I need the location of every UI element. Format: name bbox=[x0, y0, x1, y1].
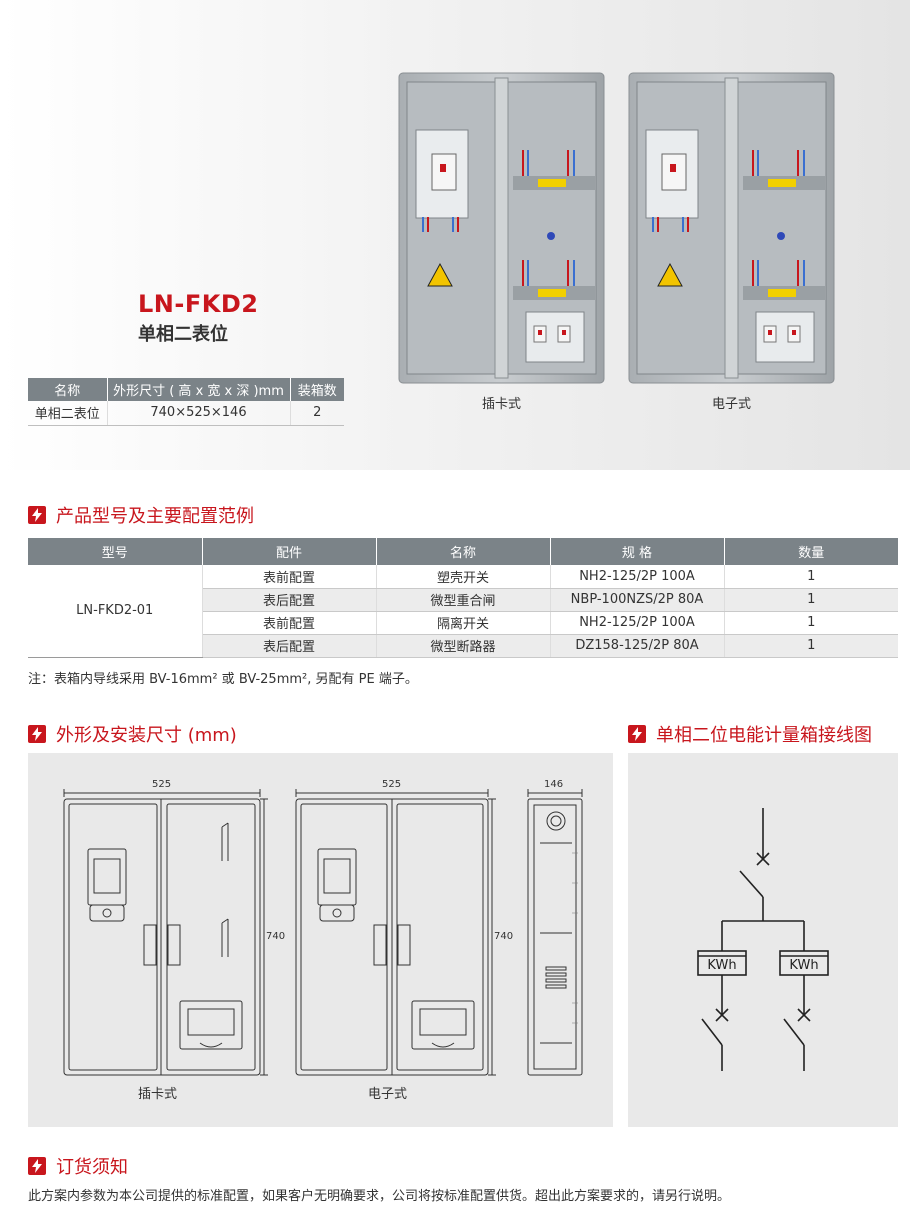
dim-depth-label: 146 bbox=[544, 779, 564, 790]
config-header-spec: 规 格 bbox=[550, 538, 725, 565]
config-cell-spec: DZ158-125/2P 80A bbox=[550, 634, 725, 658]
spec-header-size: 外形尺寸 ( 高 x 宽 x 深 )mm bbox=[107, 378, 291, 401]
config-header-part: 配件 bbox=[202, 538, 377, 565]
spec-header-name: 名称 bbox=[28, 378, 108, 401]
wiring-diagram-panel: KWh KWh bbox=[628, 753, 898, 1127]
wiring-section-title: 单相二位电能计量箱接线图 bbox=[656, 725, 872, 746]
config-cell-name: 隔离开关 bbox=[376, 611, 551, 635]
wiring-section-header: 单相二位电能计量箱接线图 bbox=[628, 721, 872, 747]
spec-cell-name: 单相二表位 bbox=[28, 401, 108, 426]
lightning-icon bbox=[628, 725, 646, 743]
dim-height-label-1: 740 bbox=[266, 931, 286, 942]
wiring-note: 注：表箱内导线采用 BV-16mm² 或 BV-25mm², 另配有 PE 端子… bbox=[28, 672, 418, 687]
config-cell-part: 表前配置 bbox=[202, 565, 377, 589]
config-cell-name: 微型重合闸 bbox=[376, 588, 551, 612]
meter-label-2: KWh bbox=[789, 958, 819, 973]
dim-height-label-2: 740 bbox=[494, 931, 514, 942]
spec-cell-qty: 2 bbox=[290, 401, 344, 426]
lightning-icon bbox=[28, 725, 46, 743]
config-section-title: 产品型号及主要配置范例 bbox=[56, 506, 254, 527]
config-cell-qty: 1 bbox=[724, 565, 898, 589]
config-cell-spec: NH2-125/2P 100A bbox=[550, 611, 725, 635]
config-header-name: 名称 bbox=[376, 538, 551, 565]
order-section-header: 订货须知 bbox=[28, 1153, 128, 1179]
dim-caption-electronic-type: 电子式 bbox=[368, 1087, 408, 1102]
spec-cell-size: 740×525×146 bbox=[107, 401, 291, 426]
config-cell-part: 表后配置 bbox=[202, 588, 377, 612]
config-cell-spec: NH2-125/2P 100A bbox=[550, 565, 725, 589]
wiring-diagram bbox=[697, 808, 829, 1071]
dim-caption-card-type: 插卡式 bbox=[138, 1087, 178, 1102]
config-cell-part: 表后配置 bbox=[202, 634, 377, 658]
table-row: 表后配置 微型断路器 DZ158-125/2P 80A 1 bbox=[28, 634, 898, 658]
lightning-icon bbox=[28, 506, 46, 524]
dim-width-label-1: 525 bbox=[152, 779, 172, 790]
config-cell-spec: NBP-100NZS/2P 80A bbox=[550, 588, 725, 612]
spec-table: 名称 外形尺寸 ( 高 x 宽 x 深 )mm 装箱数 单相二表位 740×52… bbox=[28, 378, 344, 426]
dims-section-title: 外形及安装尺寸 (mm) bbox=[56, 725, 237, 746]
config-cell-qty: 1 bbox=[724, 611, 898, 635]
dimension-drawing bbox=[63, 789, 583, 1076]
config-cell-qty: 1 bbox=[724, 634, 898, 658]
table-row: LN-FKD2-01 表前配置 塑壳开关 NH2-125/2P 100A 1 bbox=[28, 565, 898, 658]
config-header-model: 型号 bbox=[28, 538, 203, 565]
dims-section-header: 外形及安装尺寸 (mm) bbox=[28, 721, 237, 747]
config-cell-part: 表前配置 bbox=[202, 611, 377, 635]
product-image-card-type bbox=[398, 72, 605, 384]
config-cell-name: 塑壳开关 bbox=[376, 565, 551, 589]
config-header-qty: 数量 bbox=[724, 538, 898, 565]
product-caption-electronic-type: 电子式 bbox=[711, 397, 751, 412]
config-cell-name: 微型断路器 bbox=[376, 634, 551, 658]
table-row: 表前配置 隔离开关 NH2-125/2P 100A 1 bbox=[28, 611, 898, 635]
model-subtitle: 单相二表位 bbox=[138, 324, 228, 345]
config-section-header: 产品型号及主要配置范例 bbox=[28, 502, 254, 528]
table-row: 表后配置 微型重合闸 NBP-100NZS/2P 80A 1 bbox=[28, 588, 898, 612]
dimension-drawing-panel: 525 525 146 740 740 插卡式 电子式 bbox=[28, 753, 613, 1127]
spec-header-qty: 装箱数 bbox=[290, 378, 344, 401]
product-image-electronic-type bbox=[628, 72, 835, 384]
order-notice-text: 此方案内参数为本公司提供的标准配置，如果客户无明确要求，公司将按标准配置供货。超… bbox=[28, 1189, 731, 1204]
lightning-icon bbox=[28, 1157, 46, 1175]
config-cell-model: LN-FKD2-01 bbox=[28, 565, 203, 658]
meter-label-1: KWh bbox=[707, 958, 737, 973]
model-title: LN-FKD2 bbox=[138, 290, 259, 318]
config-table: 型号 配件 名称 规 格 数量 LN-FKD2-01 表前配置 塑壳开关 NH2… bbox=[28, 538, 898, 658]
product-caption-card-type: 插卡式 bbox=[481, 397, 521, 412]
order-section-title: 订货须知 bbox=[56, 1157, 128, 1178]
dim-width-label-2: 525 bbox=[382, 779, 402, 790]
config-cell-qty: 1 bbox=[724, 588, 898, 612]
